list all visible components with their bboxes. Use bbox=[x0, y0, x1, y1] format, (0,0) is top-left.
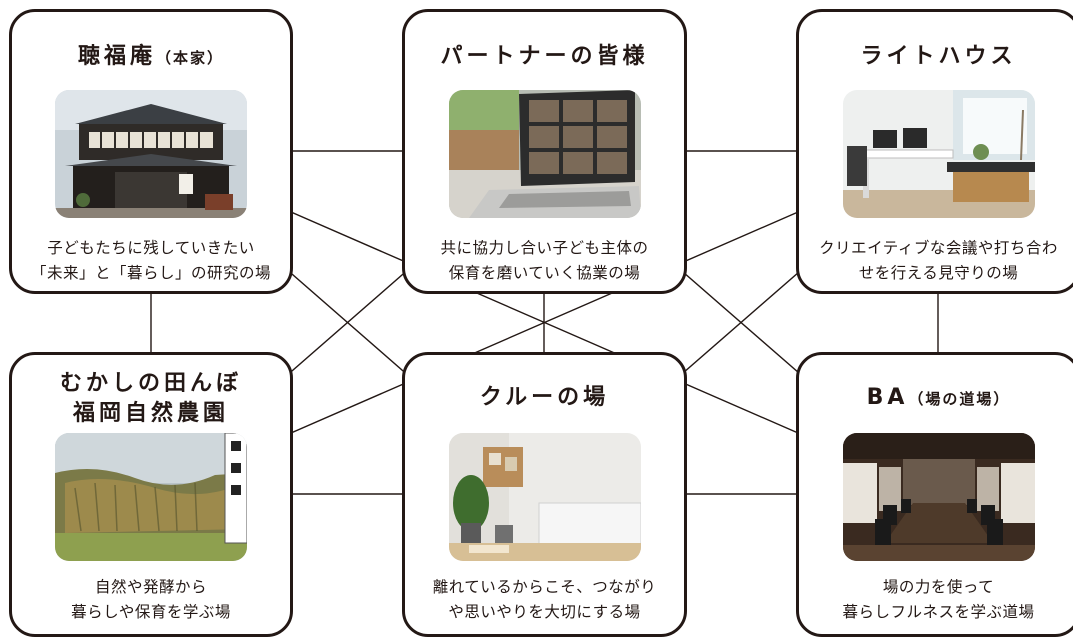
node-ba-title-sub: （場の道場） bbox=[908, 390, 1011, 408]
node-partners-desc-line2: 保育を磨いていく協業の場 bbox=[448, 264, 641, 282]
node-ba-desc: 場の力を使って 暮らしフルネスを学ぶ道場 bbox=[799, 575, 1073, 625]
node-lighthouse-title: ライトハウス bbox=[799, 42, 1073, 72]
home-desk-with-plant-photo bbox=[448, 433, 641, 561]
node-tanbo-title: むかしの田んぼ 福岡自然農園 bbox=[12, 369, 290, 429]
drying-rice-sheaves-photo bbox=[55, 433, 247, 561]
node-tanbo-title-line2: 福岡自然農園 bbox=[72, 401, 229, 426]
laptop-video-meeting-photo bbox=[448, 90, 641, 218]
node-honke-title-sub: （本家） bbox=[156, 49, 225, 67]
node-lighthouse-title-main: ライトハウス bbox=[860, 44, 1017, 69]
node-honke: 聴福庵（本家） bbox=[9, 9, 293, 294]
node-lighthouse-desc: クリエイティブな会議や打ち合わ せを行える見守りの場 bbox=[799, 236, 1073, 286]
bright-office-photo bbox=[842, 90, 1035, 218]
node-partners: パートナーの皆様 共に協力し合い子ども主体の 保育を磨いていく協業の場 bbox=[402, 9, 687, 294]
node-crew-desc-line2: や思いやりを大切にする場 bbox=[448, 603, 641, 621]
node-tanbo-desc-line2: 暮らしや保育を学ぶ場 bbox=[71, 603, 231, 621]
node-ba-title: BA（場の道場） bbox=[799, 383, 1073, 414]
node-honke-desc: 子どもたちに残していきたい 「未来」と「暮らし」の研究の場 bbox=[12, 236, 290, 286]
node-tanbo-desc-line1: 自然や発酵から bbox=[94, 578, 207, 596]
meeting-room-long-table-photo bbox=[842, 433, 1035, 561]
node-crew-desc: 離れているからこそ、つながり や思いやりを大切にする場 bbox=[405, 575, 684, 625]
node-partners-desc: 共に協力し合い子ども主体の 保育を磨いていく協業の場 bbox=[405, 236, 684, 286]
node-ba-title-main: BA bbox=[866, 385, 909, 410]
node-partners-desc-line1: 共に協力し合い子ども主体の bbox=[440, 239, 649, 257]
node-tanbo: むかしの田んぼ 福岡自然農園 bbox=[9, 352, 293, 637]
node-crew: クルーの場 離れているからこそ、つながり や思いやりを大切にする場 bbox=[402, 352, 687, 637]
node-honke-desc-line2: 「未来」と「暮らし」の研究の場 bbox=[30, 264, 271, 282]
node-crew-desc-line1: 離れているからこそ、つながり bbox=[432, 578, 657, 596]
node-ba: BA（場の道場） 場の力を使って 暮らしフル bbox=[796, 352, 1073, 637]
node-crew-title: クルーの場 bbox=[405, 383, 684, 413]
node-tanbo-desc: 自然や発酵から 暮らしや保育を学ぶ場 bbox=[12, 575, 290, 625]
node-partners-title: パートナーの皆様 bbox=[405, 42, 684, 72]
node-honke-title-main: 聴福庵 bbox=[77, 44, 156, 69]
node-partners-title-main: パートナーの皆様 bbox=[440, 44, 649, 69]
traditional-japanese-house-photo bbox=[55, 90, 247, 218]
node-ba-desc-line2: 暮らしフルネスを学ぶ道場 bbox=[842, 603, 1035, 621]
node-tanbo-title-line1: むかしの田んぼ bbox=[59, 371, 242, 396]
node-honke-desc-line1: 子どもたちに残していきたい bbox=[47, 239, 255, 257]
node-honke-title: 聴福庵（本家） bbox=[12, 42, 290, 73]
node-lighthouse-desc-line1: クリエイティブな会議や打ち合わ bbox=[819, 239, 1058, 257]
node-lighthouse: ライトハウス クリエイティブな会議や打ち合わ せを行える見守りの場 bbox=[796, 9, 1073, 294]
node-crew-title-main: クルーの場 bbox=[479, 385, 610, 410]
node-ba-desc-line1: 場の力を使って bbox=[882, 578, 995, 596]
node-lighthouse-desc-line2: せを行える見守りの場 bbox=[858, 264, 1019, 282]
